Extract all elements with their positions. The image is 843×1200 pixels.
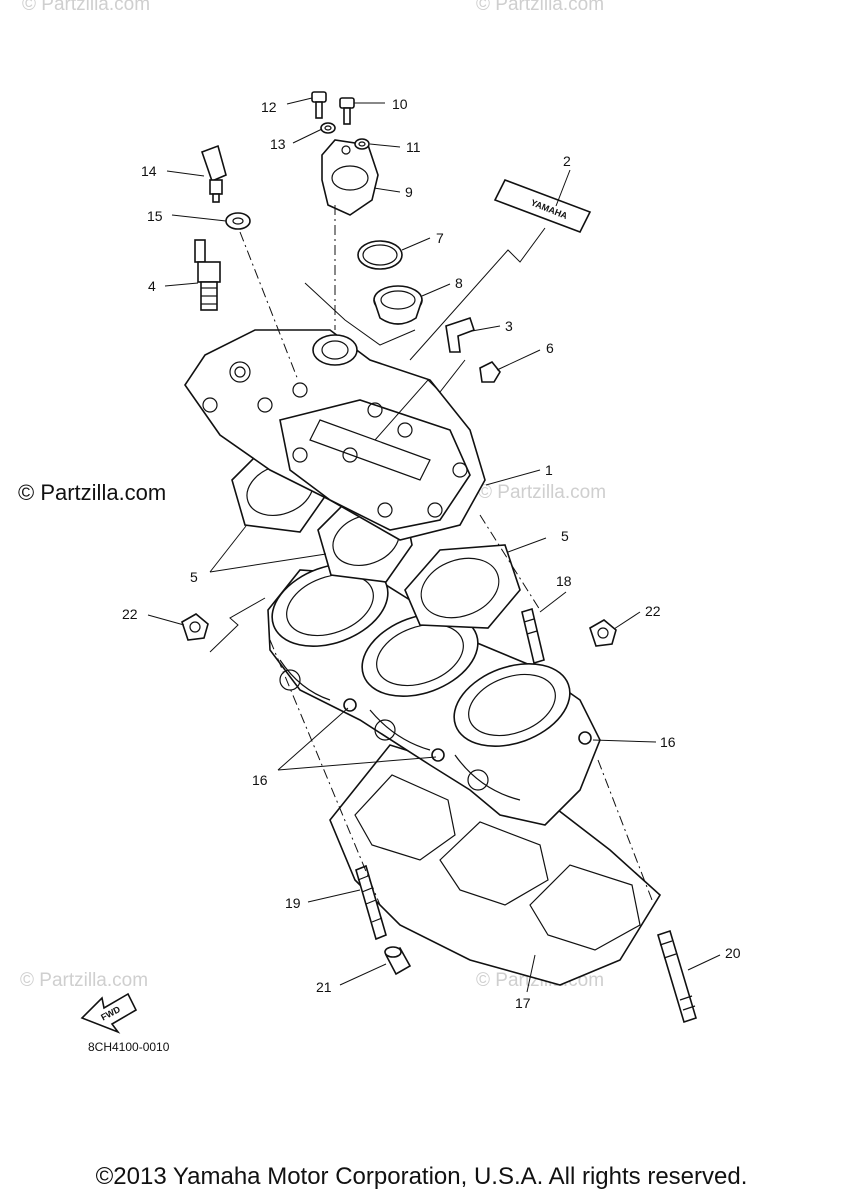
callout-16b: 16: [660, 734, 676, 750]
leader-lines: [147, 97, 721, 993]
callout-13: 13: [270, 136, 286, 152]
part-5-cylinder-gaskets[interactable]: [231, 449, 521, 629]
callout-4: 4: [148, 278, 156, 294]
callout-5a: 5: [190, 569, 198, 585]
part-12-bolt[interactable]: [311, 91, 327, 119]
callout-9: 9: [405, 184, 413, 200]
part-3-fitting[interactable]: [445, 316, 476, 353]
callout-22a: 22: [122, 606, 138, 622]
part-9-thermostat-cover[interactable]: [321, 139, 379, 216]
callout-14: 14: [141, 163, 157, 179]
callout-17: 17: [515, 995, 531, 1011]
part-21-collar[interactable]: [384, 946, 412, 976]
callout-3: 3: [505, 318, 513, 334]
part-8-thermostat[interactable]: [373, 285, 423, 325]
callout-12: 12: [261, 99, 277, 115]
watermark-middle-right: © Partzilla.com: [478, 482, 607, 503]
watermark-main: © Partzilla.com: [18, 480, 167, 505]
part-22-nut-right[interactable]: [589, 619, 617, 647]
callout-18: 18: [556, 573, 572, 589]
part-4-spark-plug[interactable]: [194, 239, 221, 311]
watermark-top-left: © Partzilla.com: [22, 0, 151, 15]
part-14-sensor[interactable]: [200, 144, 227, 203]
part-7-o-ring[interactable]: [357, 240, 403, 270]
cylinder-block[interactable]: [261, 549, 601, 826]
callout-5b: 5: [561, 528, 569, 544]
callout-8: 8: [455, 275, 463, 291]
part-15-washer[interactable]: [225, 212, 251, 230]
part-6-nut[interactable]: [479, 360, 501, 383]
part-13-washer[interactable]: [320, 122, 336, 134]
callout-6: 6: [546, 340, 554, 356]
callout-20: 20: [725, 945, 741, 961]
callout-16a: 16: [252, 772, 268, 788]
callout-22b: 22: [645, 603, 661, 619]
part-11-washer[interactable]: [354, 138, 370, 150]
callout-21: 21: [316, 979, 332, 995]
callout-19: 19: [285, 895, 301, 911]
part-22-nut-left[interactable]: [181, 613, 209, 641]
callout-2: 2: [563, 153, 571, 169]
watermark-bottom-left: © Partzilla.com: [20, 970, 149, 991]
callout-15: 15: [147, 208, 163, 224]
part-2-decal[interactable]: YAMAHA: [493, 178, 592, 234]
part-16-dowel-pins[interactable]: [343, 698, 592, 762]
copyright-notice: ©2013 Yamaha Motor Corporation, U.S.A. A…: [95, 1163, 748, 1190]
callout-10: 10: [392, 96, 408, 112]
part-20-stud[interactable]: [657, 929, 697, 1024]
callout-11: 11: [406, 139, 421, 155]
watermark-top-right: © Partzilla.com: [476, 0, 605, 15]
alignment-lines: [209, 205, 653, 906]
diagram-code: 8CH4100-0010: [88, 1040, 170, 1054]
callout-labels: 1 2 3 4 5 5 6 7 8 9 10 11 12 13 14 15 16…: [122, 96, 741, 1011]
callout-1: 1: [545, 462, 553, 478]
part-1-cylinder-head[interactable]: [184, 329, 486, 541]
part-10-bolt[interactable]: [339, 97, 355, 125]
part-19-stud[interactable]: [355, 864, 387, 941]
callout-7: 7: [436, 230, 444, 246]
fwd-arrow-icon: FWD: [80, 992, 138, 1034]
part-18-stud[interactable]: [521, 607, 545, 665]
